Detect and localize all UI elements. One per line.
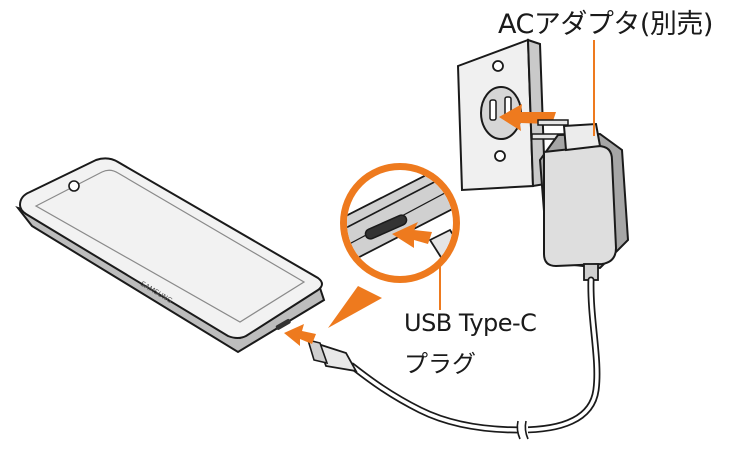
outlet-screw-top <box>492 60 504 72</box>
callout-pointer <box>328 286 382 328</box>
usb-plug-label-sub: プラグ <box>404 350 476 378</box>
ac-adapter <box>531 119 630 281</box>
zoomed-usb-port <box>364 214 408 240</box>
adapter-prong-top <box>537 119 569 126</box>
front-camera <box>68 180 80 192</box>
cable-break-mark <box>516 420 529 440</box>
insert-arrow-outlet <box>499 104 556 131</box>
phone-usb-port <box>275 319 291 330</box>
port-magnifier-callout <box>328 163 460 328</box>
usb-c-plug <box>306 338 358 373</box>
adapter-label: ACアダプタ(別売) <box>498 9 713 40</box>
insert-arrow-phone <box>284 324 316 346</box>
usb-plug-label: USB Type-C <box>404 309 537 337</box>
smartphone: SAMSUNG <box>15 157 326 354</box>
outlet-screw-bottom <box>494 150 506 162</box>
